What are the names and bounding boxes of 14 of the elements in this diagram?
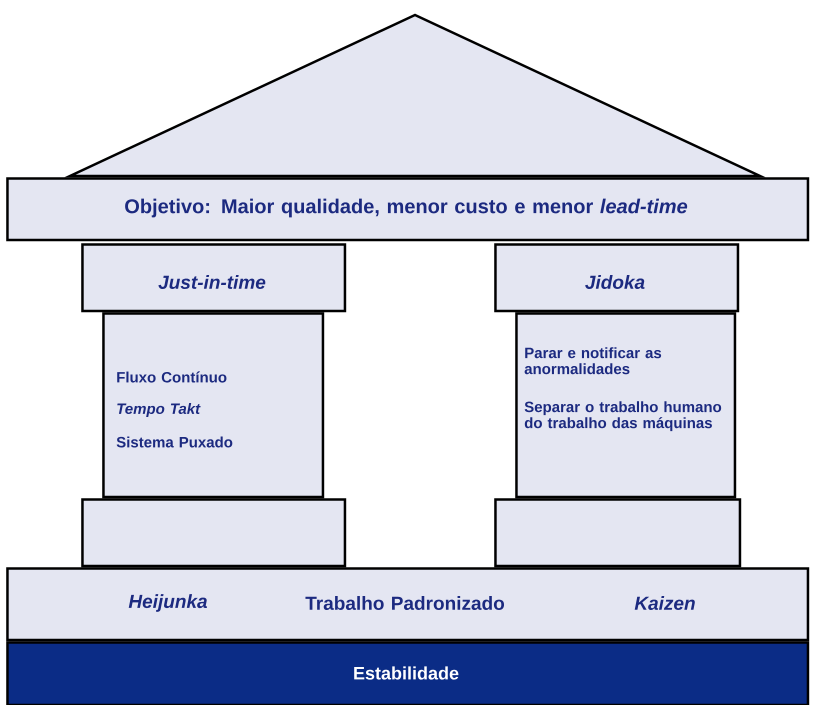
label: Just-in-time (158, 275, 266, 289)
label: Tempo Takt (117, 403, 201, 417)
pillar-base (494, 498, 742, 568)
label: Heijunka (128, 594, 208, 612)
label: Sistema Puxado (116, 436, 232, 448)
label: Objetivo: Maior qualidade, menor custo e menor lead-time (125, 198, 688, 218)
label: Fluxo Contínuo (117, 371, 226, 383)
label: Jidoka (585, 275, 645, 289)
pillar-base (81, 498, 346, 568)
label: Separar o trabalho humano do trabalho das máquinas (524, 401, 722, 432)
label: Trabalho Padronizado (305, 596, 504, 610)
label: Parar e notificar as anormalidades (524, 347, 662, 374)
label: Kaizen (634, 596, 695, 610)
label: Estabilidade (354, 666, 458, 680)
